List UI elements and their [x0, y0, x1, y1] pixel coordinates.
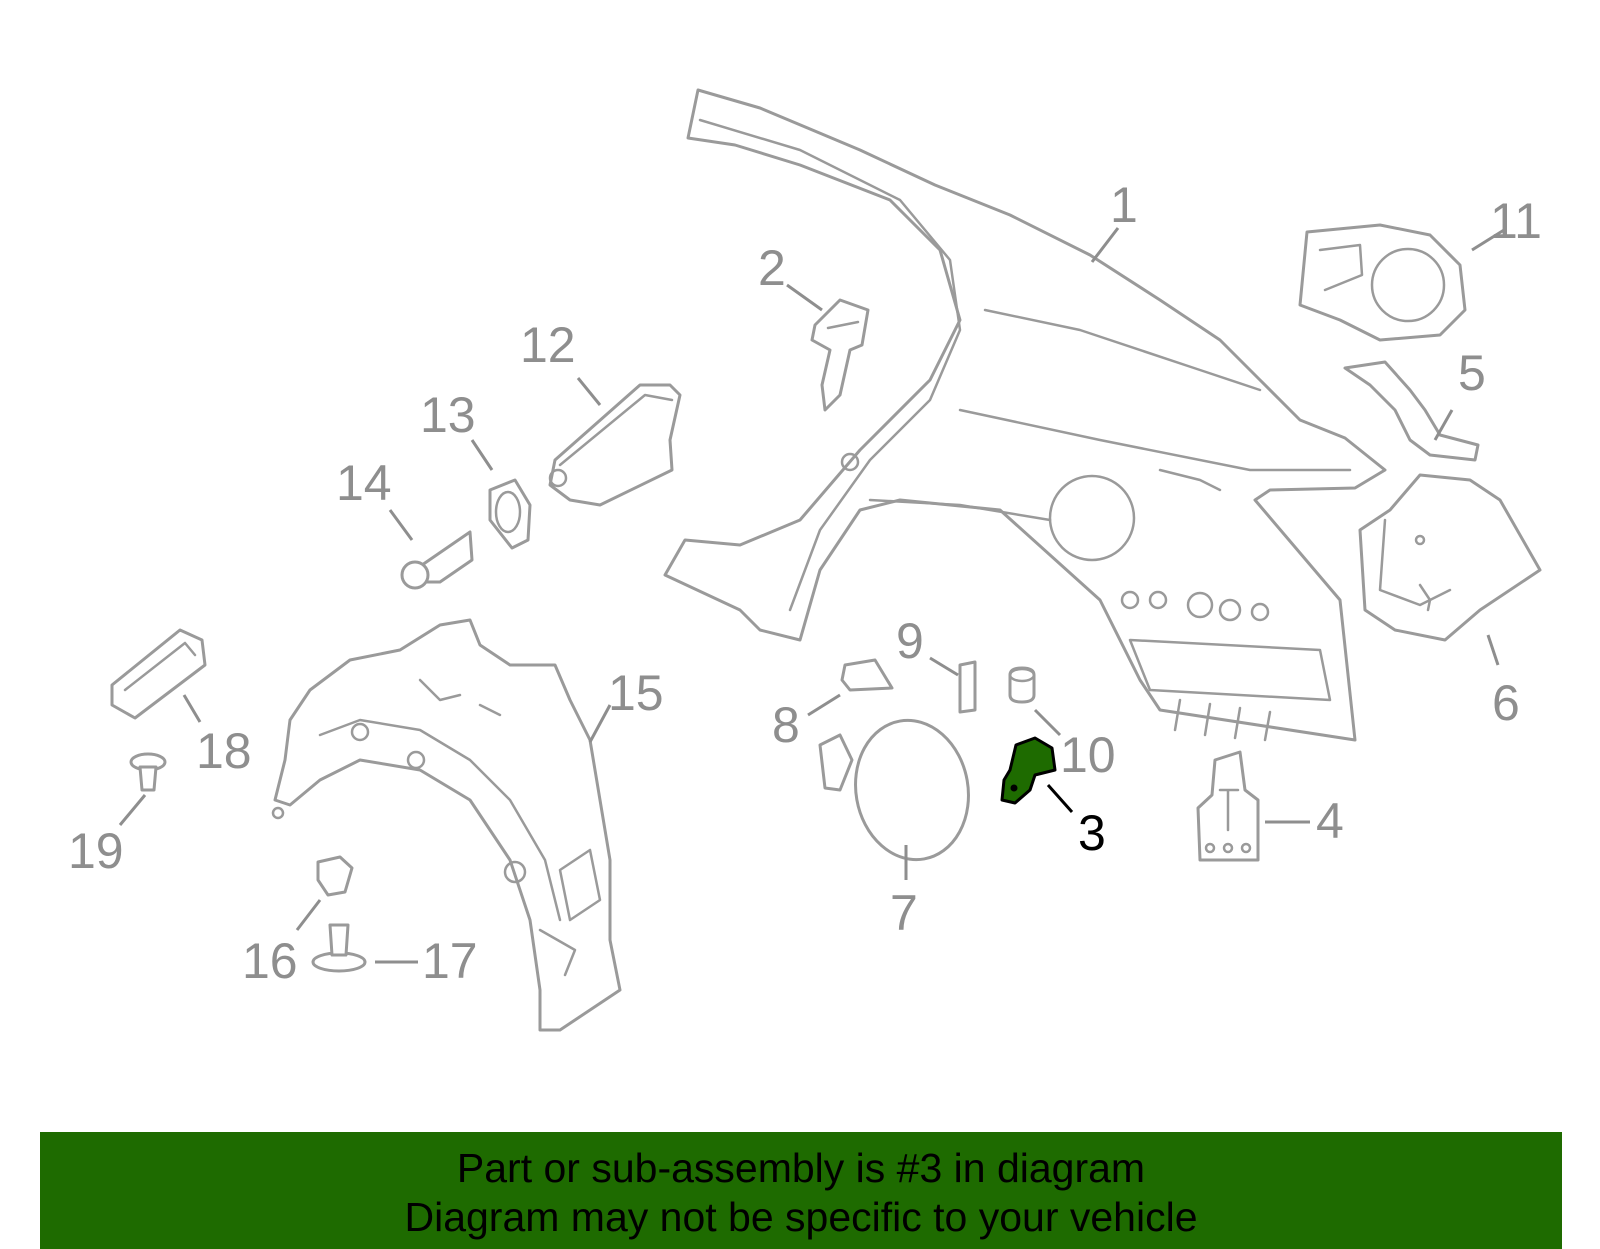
callout-19: 19	[68, 823, 124, 879]
part-12-actuator	[548, 383, 682, 507]
part-17-clip	[311, 923, 367, 973]
part-18-bracket	[110, 628, 207, 720]
callout-labels: 1 2 3 4 5 6 7 8 9 10 11 12 13 14 15 16 1…	[68, 177, 1542, 989]
callout-15: 15	[608, 665, 664, 721]
callout-2: 2	[758, 240, 786, 296]
part-15-fender-liner	[271, 618, 622, 1032]
callout-1: 1	[1110, 177, 1138, 233]
banner-line-2: Diagram may not be specific to your vehi…	[404, 1194, 1198, 1240]
part-19-clip	[129, 752, 167, 792]
callout-17: 17	[422, 933, 478, 989]
callout-9: 9	[896, 613, 924, 669]
part-16-clip	[316, 855, 354, 897]
callout-7: 7	[890, 885, 918, 941]
callout-14: 14	[336, 455, 392, 511]
part-4-bracket	[1196, 750, 1260, 862]
part-5-reinforcement	[1343, 360, 1480, 462]
banner-line-1: Part or sub-assembly is #3 in diagram	[456, 1145, 1146, 1191]
part-13-grommet	[488, 478, 532, 550]
part-11-fuel-housing	[1298, 223, 1467, 342]
callout-6: 6	[1492, 675, 1520, 731]
part-8-hinge	[840, 658, 894, 692]
parts-diagram: 1 2 3 4 5 6 7 8 9 10 11 12 13 14 15 16 1…	[68, 88, 1542, 1032]
part-3-bracket-highlighted	[1000, 736, 1057, 805]
callout-16: 16	[242, 933, 298, 989]
part-1-quarter-panel	[663, 88, 1387, 742]
callout-10: 10	[1060, 727, 1116, 783]
part-10-bumper	[1008, 666, 1036, 704]
callout-11: 11	[1490, 193, 1542, 249]
callout-4: 4	[1316, 793, 1344, 849]
callout-5: 5	[1458, 345, 1486, 401]
part-2-bracket	[810, 298, 870, 412]
part-6-extension-panel	[1358, 473, 1542, 642]
callout-8: 8	[772, 697, 800, 753]
callout-12: 12	[520, 317, 576, 373]
leader-lines	[118, 227, 1505, 964]
callout-18: 18	[196, 723, 252, 779]
callout-13: 13	[420, 387, 476, 443]
part-14-connector	[400, 530, 474, 590]
info-banner: Part or sub-assembly is #3 in diagram Di…	[40, 1132, 1562, 1249]
part-7-fuel-door	[818, 718, 970, 862]
part-9-seal	[958, 660, 977, 714]
callout-3: 3	[1078, 805, 1106, 861]
